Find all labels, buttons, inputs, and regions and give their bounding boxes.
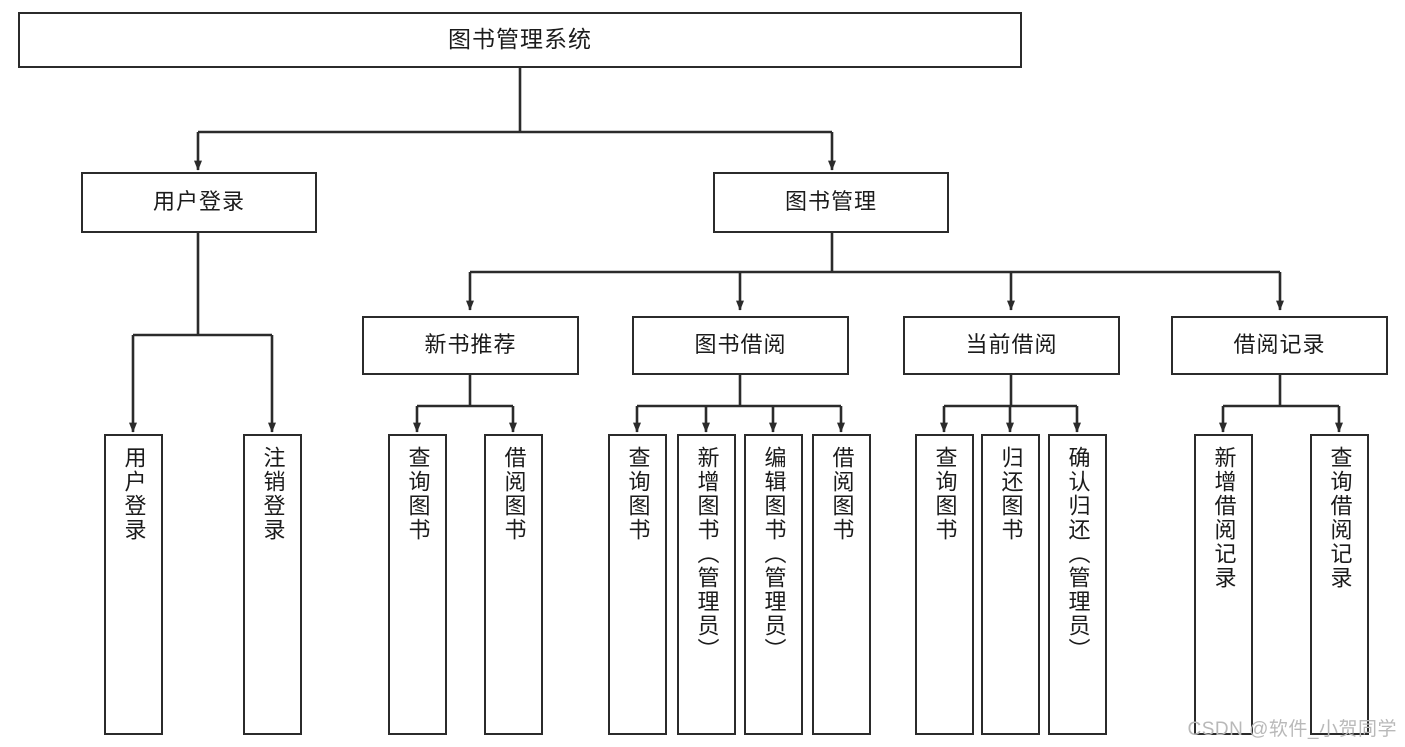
node-user-login-label: 用户登录: [152, 189, 245, 215]
leaf-edit-book-label: 编辑图书（管理员）: [761, 446, 787, 662]
leaf-query-record[interactable]: 查询借阅记录: [1310, 434, 1369, 735]
leaf-query-book-1-label: 查询图书: [405, 446, 431, 542]
leaf-user-login-label: 用户登录: [121, 446, 147, 542]
leaf-borrow-book-1-label: 借阅图书: [501, 446, 527, 542]
leaf-return-book[interactable]: 归还图书: [981, 434, 1040, 735]
node-user-login[interactable]: 用户登录: [81, 172, 317, 233]
leaf-return-book-label: 归还图书: [998, 446, 1024, 542]
node-borrow-record[interactable]: 借阅记录: [1171, 316, 1388, 375]
node-root-label: 图书管理系统: [448, 26, 592, 53]
leaf-confirm-return[interactable]: 确认归还（管理员）: [1048, 434, 1107, 735]
node-root[interactable]: 图书管理系统: [18, 12, 1022, 68]
leaf-user-login[interactable]: 用户登录: [104, 434, 163, 735]
leaf-add-book-label: 新增图书（管理员）: [694, 446, 720, 662]
node-book-borrow[interactable]: 图书借阅: [632, 316, 849, 375]
node-current-borrow[interactable]: 当前借阅: [903, 316, 1120, 375]
leaf-logout-login-label: 注销登录: [260, 446, 286, 542]
node-borrow-record-label: 借阅记录: [1233, 332, 1326, 358]
leaf-borrow-book-2-label: 借阅图书: [829, 446, 855, 542]
leaf-query-book-1[interactable]: 查询图书: [388, 434, 447, 735]
leaf-query-book-3-label: 查询图书: [932, 446, 958, 542]
node-book-borrow-label: 图书借阅: [694, 332, 787, 358]
node-new-book-recommend[interactable]: 新书推荐: [362, 316, 579, 375]
leaf-borrow-book-1[interactable]: 借阅图书: [484, 434, 543, 735]
leaf-query-book-3[interactable]: 查询图书: [915, 434, 974, 735]
node-current-borrow-label: 当前借阅: [965, 332, 1058, 358]
node-book-management-label: 图书管理: [784, 189, 877, 215]
node-new-book-recommend-label: 新书推荐: [424, 332, 517, 358]
leaf-edit-book[interactable]: 编辑图书（管理员）: [744, 434, 803, 735]
leaf-add-record-label: 新增借阅记录: [1211, 446, 1237, 590]
leaf-confirm-return-label: 确认归还（管理员）: [1065, 446, 1091, 662]
node-book-management[interactable]: 图书管理: [713, 172, 949, 233]
leaf-add-book[interactable]: 新增图书（管理员）: [677, 434, 736, 735]
leaf-logout-login[interactable]: 注销登录: [243, 434, 302, 735]
leaf-query-record-label: 查询借阅记录: [1327, 446, 1353, 590]
leaf-query-book-2[interactable]: 查询图书: [608, 434, 667, 735]
leaf-borrow-book-2[interactable]: 借阅图书: [812, 434, 871, 735]
csdn-watermark: CSDN @软件_小贺同学: [1187, 719, 1397, 740]
leaf-add-record[interactable]: 新增借阅记录: [1194, 434, 1253, 735]
leaf-query-book-2-label: 查询图书: [625, 446, 651, 542]
